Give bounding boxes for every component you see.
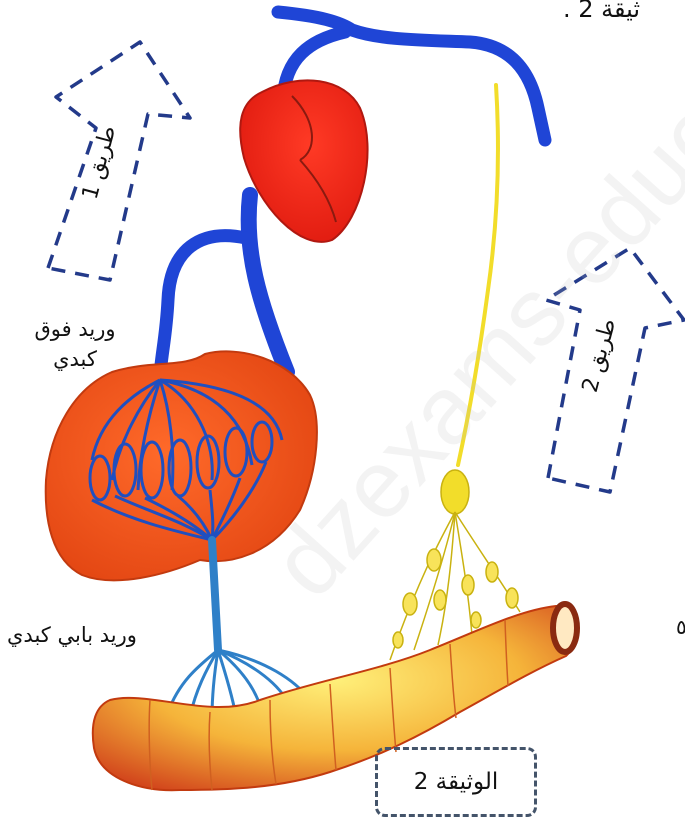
top-title-fragment: ثيقة 2 . <box>563 0 640 24</box>
hepatic-vein-label: وريد فوق كبدي <box>10 314 140 374</box>
hepatic-vein-label-line1: وريد فوق <box>10 314 140 344</box>
intestine-opening <box>553 604 577 652</box>
hepatic-vein-label-line2: كبدي <box>10 344 140 374</box>
right-edge-glyph: ٥ <box>676 612 685 642</box>
path-1-arrow <box>48 42 190 280</box>
portal-vein-label: وريد بابي كبدي <box>7 620 137 650</box>
document-label: الوثيقة 2 <box>414 769 499 795</box>
heart <box>240 80 367 242</box>
document-label-box: الوثيقة 2 <box>375 747 537 817</box>
